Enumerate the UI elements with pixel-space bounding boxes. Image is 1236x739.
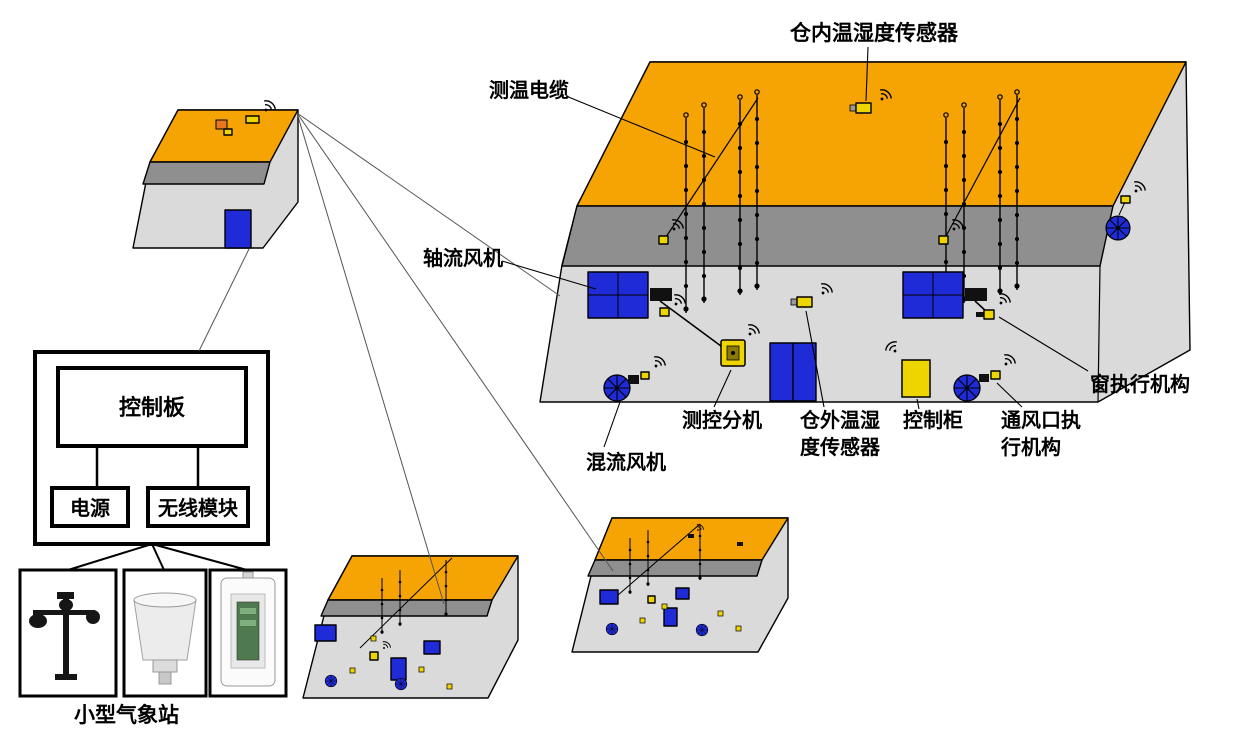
photo-datalogger xyxy=(208,568,288,698)
label-power: 电源 xyxy=(70,498,110,520)
sidewall-fan-icon xyxy=(1105,178,1148,241)
control-board-block xyxy=(33,350,270,571)
hub-controller-icon xyxy=(215,119,228,130)
label-inside-sensor: 仓内温湿度传感器 xyxy=(790,22,958,45)
warehouse-door xyxy=(769,342,817,402)
hub-warehouse-door xyxy=(224,209,252,249)
mixed-fan-right-icon xyxy=(953,374,989,402)
leader-lines xyxy=(501,46,1089,448)
main-warehouse-roof xyxy=(576,61,1187,207)
label-outside-sensor: 仓外温湿度传感器 xyxy=(800,410,880,459)
axial-fan-left-icon xyxy=(587,271,726,350)
label-control-cabinet: 控制柜 xyxy=(903,410,963,432)
window-actuator-icon xyxy=(976,290,1013,320)
main-warehouse-corner-edge xyxy=(1097,265,1101,403)
label-window-actuator: 窗执行机构 xyxy=(1090,374,1190,396)
inside-sensor-icon xyxy=(849,86,894,114)
label-wireless-module: 无线模块 xyxy=(158,498,238,520)
label-monitor-unit: 测控分机 xyxy=(682,410,762,432)
label-mixed-fan: 混流风机 xyxy=(586,452,666,474)
label-weather-station: 小型气象站 xyxy=(74,704,179,727)
hub-sensor-icon xyxy=(245,115,260,124)
label-temp-cable: 测温电缆 xyxy=(489,80,569,102)
vent-actuator-icon xyxy=(990,351,1018,380)
power-box xyxy=(50,486,130,528)
temp-cable-cluster-right xyxy=(938,89,1021,314)
control-cabinet-icon xyxy=(883,338,931,398)
main-warehouse xyxy=(539,61,1191,403)
photo-anemometer xyxy=(18,568,118,698)
label-axial-fan: 轴流风机 xyxy=(423,248,503,270)
label-control-board: 控制板 xyxy=(118,395,185,420)
cable-sensor-right-icon xyxy=(938,235,949,245)
temp-cable-cluster-left xyxy=(658,89,761,314)
monitor-unit-icon xyxy=(720,321,762,367)
axial-fan-right-icon xyxy=(902,271,989,319)
hub-warehouse xyxy=(132,97,299,249)
small-warehouse-left xyxy=(302,555,519,699)
control-board-box xyxy=(56,366,248,448)
cable-sensor-left-icon xyxy=(658,235,669,245)
outside-sensor-icon xyxy=(790,280,835,308)
photo-rain-gauge xyxy=(122,568,208,698)
main-warehouse-inner-wall xyxy=(561,205,1114,267)
small-warehouse-middle xyxy=(571,517,789,653)
mixed-fan-left-icon xyxy=(603,353,668,402)
label-vent-actuator: 通风口执行机构 xyxy=(1001,410,1081,459)
